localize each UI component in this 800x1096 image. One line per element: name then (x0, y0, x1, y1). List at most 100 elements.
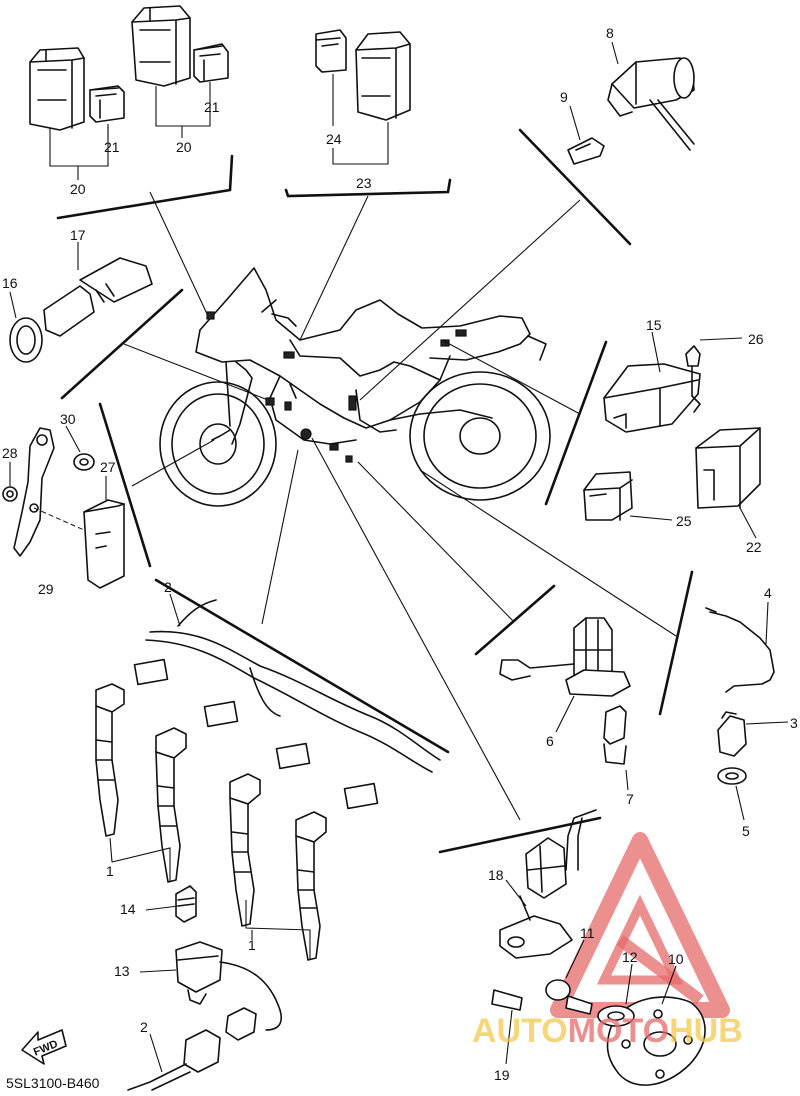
leader-12 (625, 963, 633, 1005)
leader-13 (139, 969, 177, 973)
igniter-box (695, 427, 761, 509)
speed-sensor-assembly (567, 57, 695, 165)
ecu-assembly (603, 345, 701, 433)
callout-28: 28 (2, 445, 18, 461)
callout-5: 5 (742, 823, 750, 839)
bike-marker-relay (206, 311, 215, 320)
bike-marker-gear (329, 443, 339, 451)
group-bracket-relays (56, 154, 234, 220)
callout-10: 10 (668, 951, 684, 967)
leader-5 (735, 785, 745, 821)
ignition-coils (95, 683, 327, 961)
leader-22 (739, 507, 757, 539)
callout-13: 13 (114, 963, 130, 979)
leader-14 (145, 905, 179, 911)
leader-neutral-to-bike (357, 461, 515, 623)
crank-sensor (127, 885, 282, 1091)
ignition-coil-3 (229, 773, 261, 927)
watermark-part-auto: AUTO (472, 1012, 568, 1050)
leader-15 (651, 331, 661, 373)
leader-6 (555, 695, 575, 733)
callout-16: 16 (2, 275, 18, 291)
leader-pickup-to-bike (311, 437, 521, 821)
callout-19: 19 (494, 1067, 510, 1083)
relay-25 (583, 471, 633, 521)
leader-10 (661, 965, 677, 1005)
ignition-coil-2 (155, 727, 187, 883)
leader-11 (565, 939, 585, 979)
leader-18 (505, 879, 527, 907)
leader-25 (629, 515, 673, 521)
group-bracket-harness (154, 578, 450, 754)
leader-1b (245, 900, 311, 960)
callout-22: 22 (746, 539, 762, 555)
bike-marker-ecu (440, 339, 450, 347)
wire-harness (133, 599, 441, 810)
leader-8 (611, 41, 619, 65)
ignition-coil-1 (95, 683, 125, 837)
bike-marker-relay2 (283, 351, 295, 359)
fwd-arrow-icon: FWD (21, 1029, 67, 1065)
neutral-switch (499, 617, 631, 765)
leader-19 (505, 1009, 513, 1065)
callout-2a: 2 (164, 579, 172, 595)
bike-marker-coil (284, 401, 292, 411)
bike-marker-temp (265, 397, 275, 406)
leader-3 (745, 721, 789, 725)
callout-9: 9 (560, 89, 568, 105)
group-bracket-pickup (438, 816, 602, 854)
callout-30: 30 (60, 411, 76, 427)
oil-switch-lead (705, 607, 775, 785)
leader-relays-to-bike (149, 191, 209, 317)
callout-3: 3 (790, 715, 798, 731)
callout-2b: 2 (140, 1019, 148, 1035)
group-bracket-neutral (474, 584, 556, 656)
callout-1b: 1 (248, 937, 256, 953)
callout-25: 25 (676, 513, 692, 529)
leader-7 (625, 769, 629, 791)
leader-relays2-to-bike (299, 195, 369, 341)
callout-20a: 20 (70, 181, 86, 197)
callout-23: 23 (356, 175, 372, 191)
leader-1a (109, 837, 171, 882)
relay-assembly-right (315, 29, 411, 121)
leader-23 (332, 122, 389, 165)
callout-17: 17 (70, 227, 86, 243)
callout-11: 11 (580, 925, 595, 941)
bike-marker-neutral (348, 395, 357, 411)
callout-20b: 20 (176, 139, 192, 155)
leader-4 (765, 601, 769, 645)
leader-16 (9, 291, 17, 319)
callout-18: 18 (488, 867, 504, 883)
leader-2a (169, 593, 181, 627)
callout-15: 15 (646, 317, 662, 333)
group-bracket-relays-2 (284, 178, 452, 198)
callout-7: 7 (626, 791, 634, 807)
ignition-coil-4 (295, 811, 327, 961)
callout-21b: 21 (204, 99, 220, 115)
bike-marker-sensor (455, 329, 467, 337)
leader-sensor-to-bike (359, 199, 581, 401)
motorcycle-outline (159, 267, 551, 507)
leader-ecu-to-bike (441, 339, 581, 415)
relay-assembly-left (29, 47, 125, 131)
callout-29: 29 (38, 581, 54, 597)
bike-marker-lead (345, 455, 353, 463)
group-bracket-temp (60, 288, 184, 400)
watermark-text: AUTOMOTOHUB (472, 1012, 743, 1050)
leader-9 (569, 105, 581, 141)
group-bracket-ecu (544, 340, 608, 506)
callout-14: 14 (120, 901, 136, 917)
pickup-coil (499, 809, 597, 959)
callout-26: 26 (748, 331, 764, 347)
watermark-part-moto: MOTO (568, 1012, 669, 1050)
leader-26 (699, 337, 743, 341)
leader-temp-to-bike (123, 343, 269, 401)
bike-marker-pickup (300, 428, 312, 440)
callout-8: 8 (606, 25, 614, 41)
callout-4: 4 (764, 585, 772, 601)
leader-20a (49, 124, 109, 167)
callout-labels: 21 20 21 20 24 23 8 9 17 16 15 26 30 28 … (2, 25, 798, 1083)
watermark-part-hub: HUB (669, 1012, 743, 1050)
